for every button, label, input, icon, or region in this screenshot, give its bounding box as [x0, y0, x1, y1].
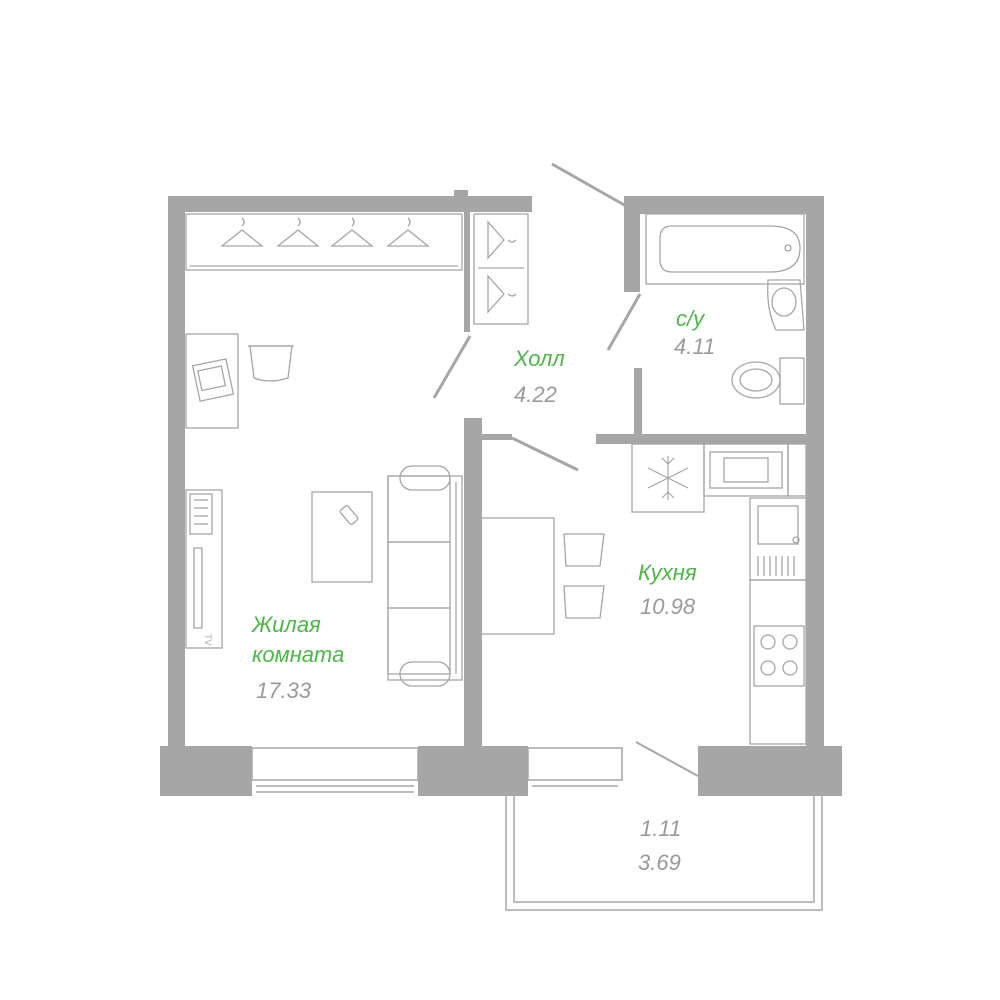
bathroom-door [606, 293, 642, 351]
hanger-icon [386, 217, 430, 247]
toilet [731, 357, 805, 405]
bathroom-name: с/у [676, 306, 705, 331]
bathroom-sink [767, 279, 805, 331]
sofa [387, 465, 463, 687]
snowflake-icon [647, 456, 689, 500]
hanger-icon [276, 217, 320, 247]
dishwasher [703, 443, 807, 497]
fridge [631, 443, 705, 513]
hall-area: 4.22 [514, 382, 557, 407]
doors [432, 162, 699, 777]
tv-icon [193, 547, 203, 629]
chair [563, 533, 605, 567]
balcony-area-2: 3.69 [638, 850, 681, 875]
entrance-door [551, 162, 627, 208]
bathroom-area: 4.11 [674, 334, 716, 359]
kitchen-name: Кухня [638, 560, 697, 585]
hanger-icon [487, 220, 517, 260]
coffee-table [311, 491, 373, 583]
bathtub [645, 213, 805, 285]
balcony-door [635, 741, 699, 777]
living-door [432, 335, 472, 399]
remote-control-icon [339, 505, 359, 525]
hall-name: Холл [514, 346, 565, 371]
hall-wardrobe [473, 213, 529, 325]
wardrobe [185, 213, 463, 271]
windows [251, 747, 623, 793]
hanger-icon [487, 274, 517, 314]
living-room-name-line2: комната [252, 642, 345, 667]
chair [563, 585, 605, 619]
walls [160, 190, 842, 796]
living-room-area: 17.33 [256, 678, 312, 703]
balcony [505, 796, 823, 911]
kitchen-area: 10.98 [640, 594, 696, 619]
laptop-icon [191, 358, 235, 402]
kitchen-sink [749, 497, 807, 581]
stove [753, 625, 805, 687]
living-room-name-line1: Жилая [252, 612, 321, 637]
grid-lines [757, 556, 795, 576]
balcony-area-1: 1.11 [640, 816, 682, 841]
kitchen-counter [749, 579, 807, 745]
hanger-icon [220, 217, 264, 247]
living-window [251, 747, 419, 781]
chair [248, 345, 294, 382]
kitchen-window [527, 747, 623, 781]
kitchen-door [511, 436, 579, 472]
tv-label: TV [203, 634, 213, 646]
desk [185, 333, 239, 429]
hanger-icon [330, 217, 374, 247]
dining-table [473, 517, 555, 635]
tv-stand [185, 489, 223, 649]
